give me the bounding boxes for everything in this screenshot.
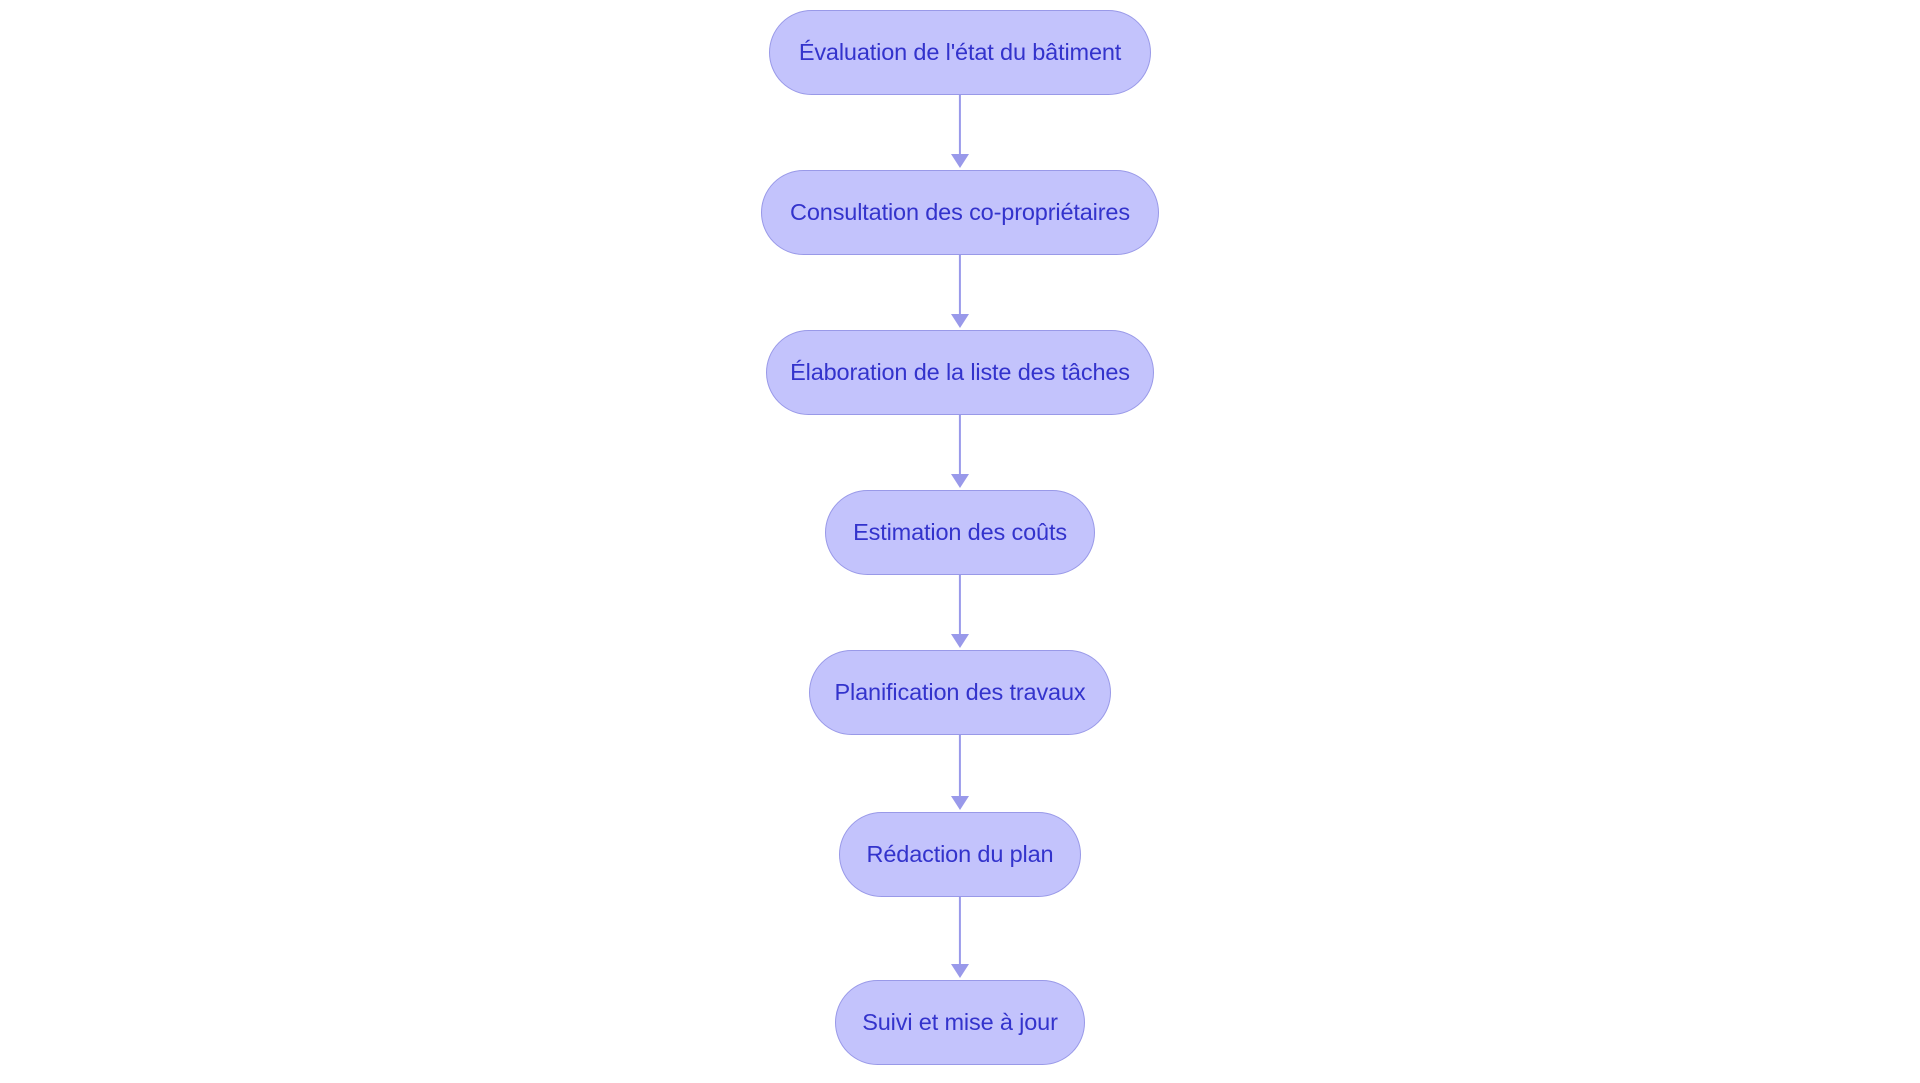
arrowhead-down-icon: [951, 314, 969, 328]
node-label: Consultation des co-propriétaires: [790, 198, 1130, 225]
connector-n2-n3: [947, 255, 973, 328]
connector-shaft: [958, 575, 962, 634]
connector-shaft: [958, 95, 962, 154]
connector-n5-n6: [947, 735, 973, 810]
flowchart-node-consultation-coproprietaires[interactable]: Consultation des co-propriétaires: [761, 170, 1159, 255]
connector-shaft: [958, 255, 962, 314]
flowchart-node-estimation-couts[interactable]: Estimation des coûts: [825, 490, 1095, 575]
connector-shaft: [958, 415, 962, 474]
connector-n1-n2: [947, 95, 973, 168]
connector-shaft: [958, 897, 962, 964]
arrowhead-down-icon: [951, 634, 969, 648]
node-label: Évaluation de l'état du bâtiment: [798, 38, 1122, 65]
flowchart-node-evaluation-etat-batiment[interactable]: Évaluation de l'état du bâtiment: [769, 10, 1151, 95]
node-label: Planification des travaux: [834, 678, 1086, 705]
arrowhead-down-icon: [951, 964, 969, 978]
node-label: Estimation des coûts: [853, 518, 1067, 545]
connector-n6-n7: [947, 897, 973, 978]
connector-n4-n5: [947, 575, 973, 648]
arrowhead-down-icon: [951, 474, 969, 488]
arrowhead-down-icon: [951, 154, 969, 168]
flowchart-node-planification-travaux[interactable]: Planification des travaux: [809, 650, 1111, 735]
flowchart-node-redaction-plan[interactable]: Rédaction du plan: [839, 812, 1081, 897]
flowchart-node-elaboration-liste-taches[interactable]: Élaboration de la liste des tâches: [766, 330, 1154, 415]
flowchart-node-suivi-mise-a-jour[interactable]: Suivi et mise à jour: [835, 980, 1085, 1065]
connector-shaft: [958, 735, 962, 796]
node-label: Suivi et mise à jour: [862, 1008, 1058, 1035]
arrowhead-down-icon: [951, 796, 969, 810]
connector-n3-n4: [947, 415, 973, 488]
node-label: Rédaction du plan: [866, 840, 1054, 867]
node-label: Élaboration de la liste des tâches: [790, 358, 1130, 385]
